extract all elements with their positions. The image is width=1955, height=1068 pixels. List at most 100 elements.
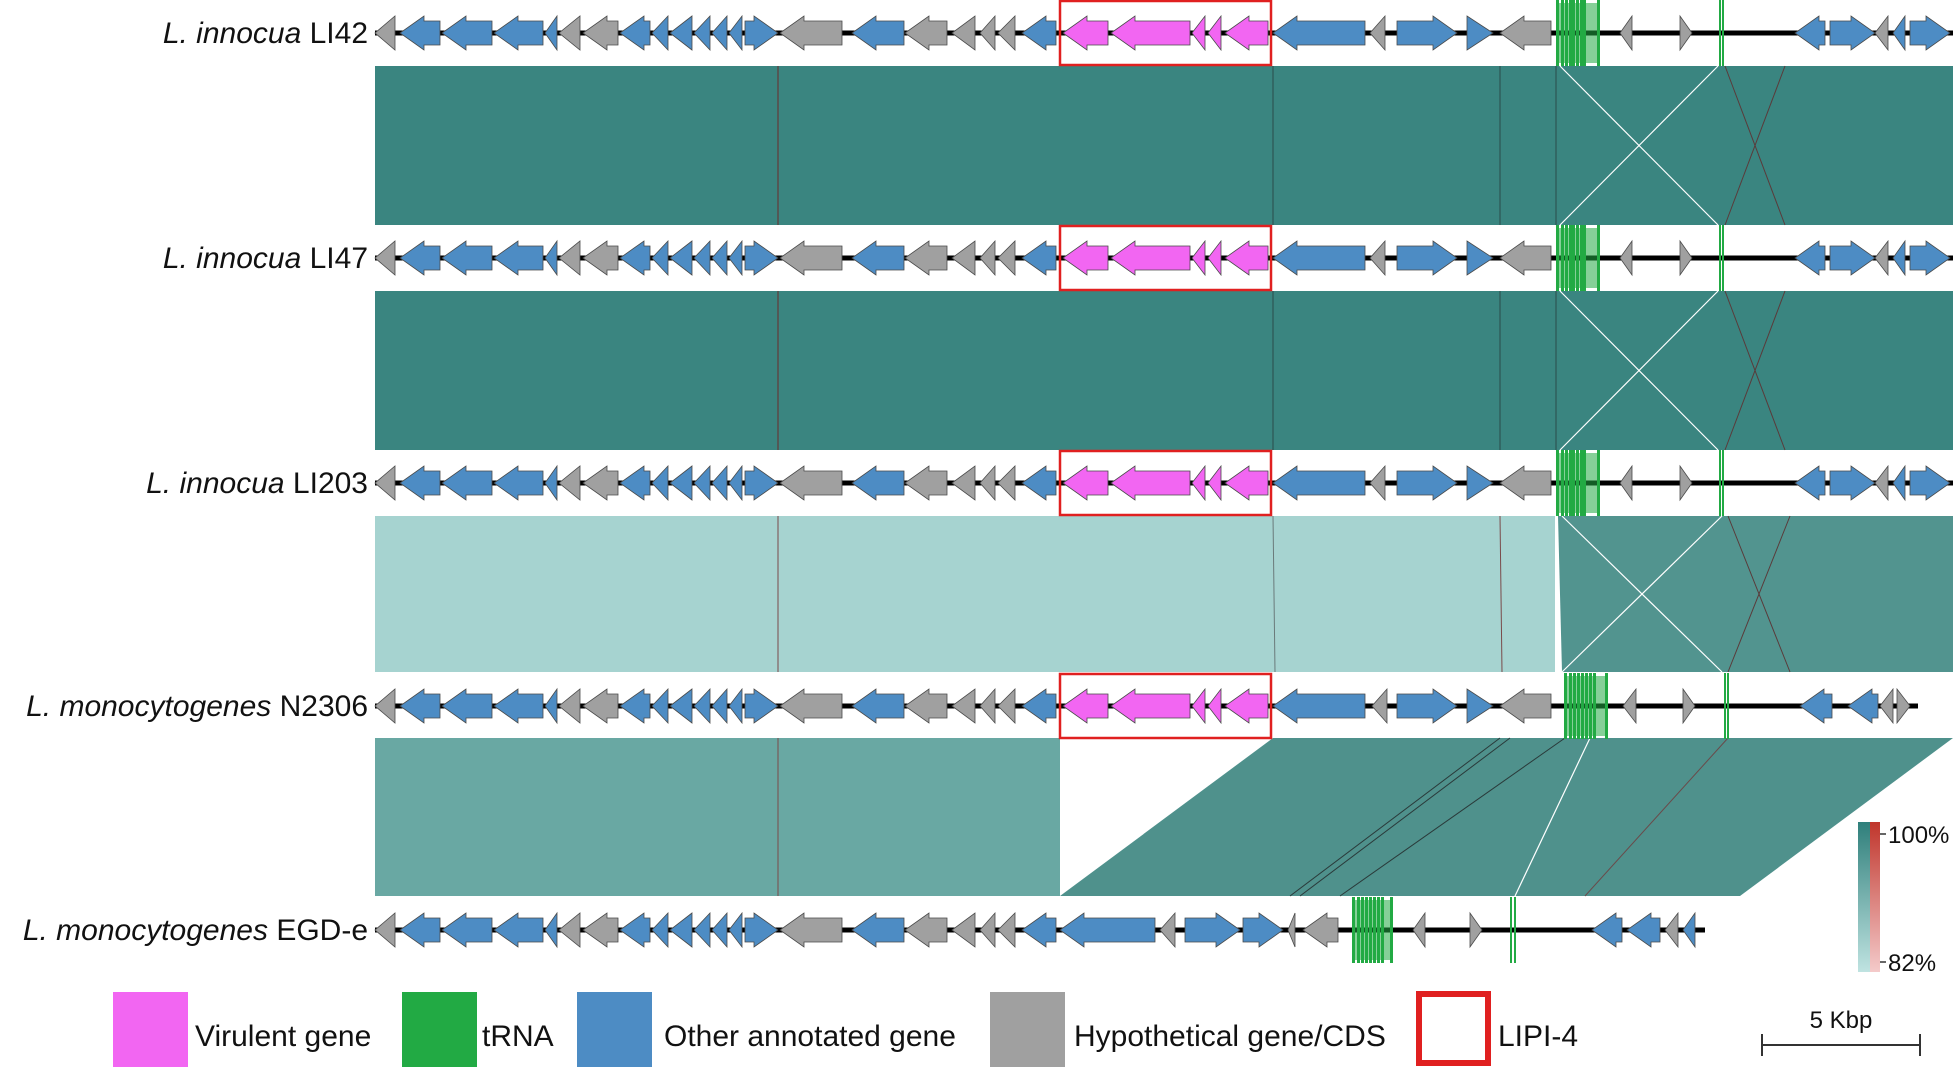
annotated-gene-arrow [619, 912, 651, 948]
track-n2306: L. monocytogenes N2306 [26, 672, 1918, 740]
annotated-gene-arrow [544, 911, 558, 949]
inversion-line [1724, 290, 1786, 451]
hypothetical-gene-arrow [582, 15, 619, 51]
virulent-gene-arrow [1062, 688, 1109, 724]
genome-label: L. innocua LI203 [146, 467, 368, 500]
trna-mark [1719, 0, 1721, 66]
annotated-gene-arrow [693, 464, 711, 502]
trna-mark [1724, 673, 1726, 739]
annotated-gene-arrow [1021, 240, 1057, 276]
annotated-gene-arrow [399, 465, 441, 501]
legend-label-lipi: LIPI-4 [1498, 1020, 1578, 1053]
annotated-gene-arrow [399, 912, 441, 948]
hypothetical-gene-arrow [1622, 687, 1637, 725]
annotated-gene-arrow [544, 687, 558, 725]
hypothetical-gene-arrow [1302, 912, 1339, 948]
annotated-gene-arrow [1909, 240, 1951, 276]
lipi-4-box [1058, 0, 1273, 67]
identity-block [1558, 516, 1953, 672]
trna-mark [1722, 225, 1724, 291]
scale-bar-label: 5 Kbp [1810, 1007, 1873, 1034]
gene-track [374, 0, 1953, 67]
annotated-gene-arrow [1466, 465, 1494, 501]
virulent-gene-arrow [1110, 688, 1191, 724]
block-divider [1289, 737, 1501, 897]
block-divider [1299, 737, 1511, 897]
genome-label: L. innocua LI47 [163, 242, 368, 275]
hypothetical-gene-arrow [1499, 15, 1552, 51]
annotated-gene-arrow [851, 465, 905, 501]
inversion-line [1559, 65, 1719, 226]
annotated-gene-arrow [441, 15, 493, 51]
block-li47-li203 [375, 290, 1953, 451]
block-li42-li47 [375, 65, 1953, 226]
annotated-gene-arrow [619, 15, 651, 51]
hypothetical-gene-arrow [1874, 464, 1889, 502]
hypothetical-gene-arrow [997, 240, 1016, 276]
lipi-4-box [1058, 449, 1273, 517]
annotated-gene-arrow [711, 687, 728, 725]
hypothetical-gene-arrow [582, 688, 619, 724]
trna-mark [1514, 897, 1516, 963]
virulent-gene-arrow [1207, 239, 1222, 277]
annotated-gene-arrow [1021, 465, 1057, 501]
annotated-gene-arrow [493, 240, 544, 276]
trna-mark [1722, 450, 1724, 516]
annotated-gene-arrow [1909, 15, 1951, 51]
annotated-gene-arrow [711, 239, 728, 277]
annotated-gene-arrow [669, 688, 693, 724]
annotated-gene-arrow [744, 465, 779, 501]
annotated-gene-arrow [851, 240, 905, 276]
annotated-gene-arrow [1059, 912, 1156, 948]
hypothetical-gene-arrow [558, 15, 581, 51]
track-li47: L. innocua LI47 [163, 224, 1953, 292]
hypothetical-gene-arrow [779, 688, 843, 724]
annotated-gene-arrow [711, 464, 728, 502]
trna-mark [1727, 673, 1729, 739]
virulent-gene-arrow [1110, 465, 1191, 501]
hypothetical-gene-arrow [1369, 239, 1386, 277]
annotated-gene-arrow [851, 912, 905, 948]
block-n2306-egde [375, 737, 1953, 897]
hypothetical-gene-arrow [1679, 464, 1693, 502]
annotated-gene-arrow [619, 465, 651, 501]
annotated-gene-arrow [399, 15, 441, 51]
annotated-gene-arrow [1591, 912, 1623, 948]
annotated-gene-arrow [851, 688, 905, 724]
annotated-gene-arrow [1794, 240, 1826, 276]
annotated-gene-arrow [1021, 15, 1057, 51]
hypothetical-gene-arrow [374, 688, 396, 724]
block-divider [1272, 515, 1276, 673]
annotated-gene-arrow [669, 465, 693, 501]
block-li203-n2306 [375, 515, 1953, 673]
legend-swatch-hypothetical [990, 992, 1065, 1067]
legend-label-other: Other annotated gene [664, 1020, 956, 1053]
hypothetical-gene-arrow [1664, 911, 1679, 949]
annotated-gene-arrow [744, 15, 779, 51]
legend: Virulent gene tRNA Other annotated gene … [113, 991, 1578, 1067]
annotated-gene-arrow [1794, 15, 1826, 51]
annotated-gene-arrow [711, 911, 728, 949]
identity-gradient-red [1870, 822, 1880, 972]
virulent-gene-arrow [1110, 240, 1191, 276]
hypothetical-gene-arrow [951, 688, 976, 724]
hypothetical-gene-arrow [374, 240, 396, 276]
annotated-gene-arrow [851, 15, 905, 51]
annotated-gene-arrow [651, 687, 669, 725]
annotated-gene-arrow [651, 239, 669, 277]
legend-label-virulent: Virulent gene [195, 1020, 371, 1053]
identity-block-low [375, 516, 1555, 672]
virulent-gene-arrow [1062, 465, 1109, 501]
hypothetical-gene-arrow [1369, 14, 1386, 52]
hypothetical-gene-arrow [997, 912, 1016, 948]
hypothetical-gene-arrow [979, 687, 996, 725]
annotated-gene-arrow [669, 15, 693, 51]
annotated-gene-arrow [1829, 465, 1876, 501]
virulent-gene-arrow [1110, 15, 1191, 51]
annotated-gene-arrow [1829, 15, 1876, 51]
annotated-gene-arrow [441, 912, 493, 948]
annotated-gene-arrow [544, 14, 558, 52]
annotated-gene-arrow [1466, 240, 1494, 276]
lipi-4-box [1058, 224, 1273, 292]
identity-block [1060, 738, 1953, 896]
